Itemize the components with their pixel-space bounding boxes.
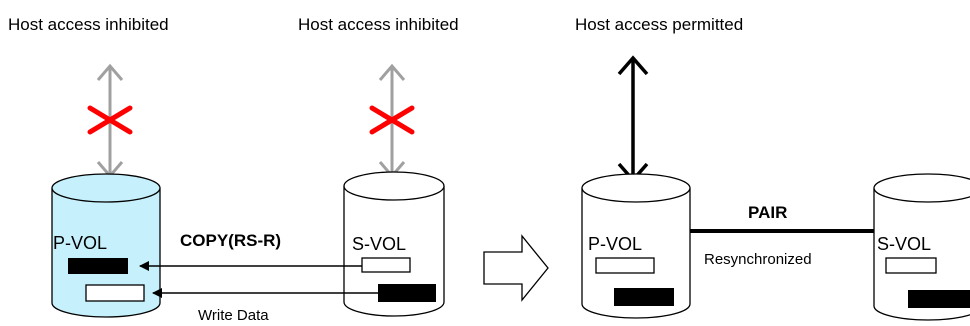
pvol-right-cylinder: [581, 173, 691, 319]
svol-right-data-block: [908, 290, 970, 308]
svol-left-label: S-VOL: [352, 234, 406, 254]
svol-left-data-block: [378, 284, 436, 302]
resynchronized-label: Resynchronized: [704, 251, 812, 268]
pvol-left-data-block: [68, 258, 128, 274]
pvol-right-label: P-VOL: [588, 234, 642, 254]
pair-label: PAIR: [748, 203, 787, 222]
write-data-label: Write Data: [198, 307, 269, 324]
host-access-inhibited-label-2: Host access inhibited: [298, 15, 459, 34]
svol-right-cylinder: [873, 173, 970, 321]
pvol-left-empty-block: [85, 284, 145, 302]
pvol-right-data-block: [614, 288, 674, 306]
blocked-cross-icon: [87, 105, 133, 135]
pvol-right-empty-block: [595, 257, 655, 274]
permitted-arrow: [617, 55, 649, 183]
copy-label: COPY(RS-R): [180, 231, 281, 250]
svol-left-cylinder: [343, 171, 445, 317]
transition-arrow-icon: [483, 234, 549, 302]
host-access-inhibited-label-1: Host access inhibited: [8, 15, 169, 34]
svol-right-label: S-VOL: [877, 234, 931, 254]
pvol-left-label: P-VOL: [53, 233, 107, 253]
svol-right-empty-block: [885, 257, 937, 274]
blocked-cross-icon-2: [369, 105, 415, 135]
host-access-permitted-label: Host access permitted: [575, 15, 743, 34]
svol-left-empty-block: [361, 257, 411, 273]
